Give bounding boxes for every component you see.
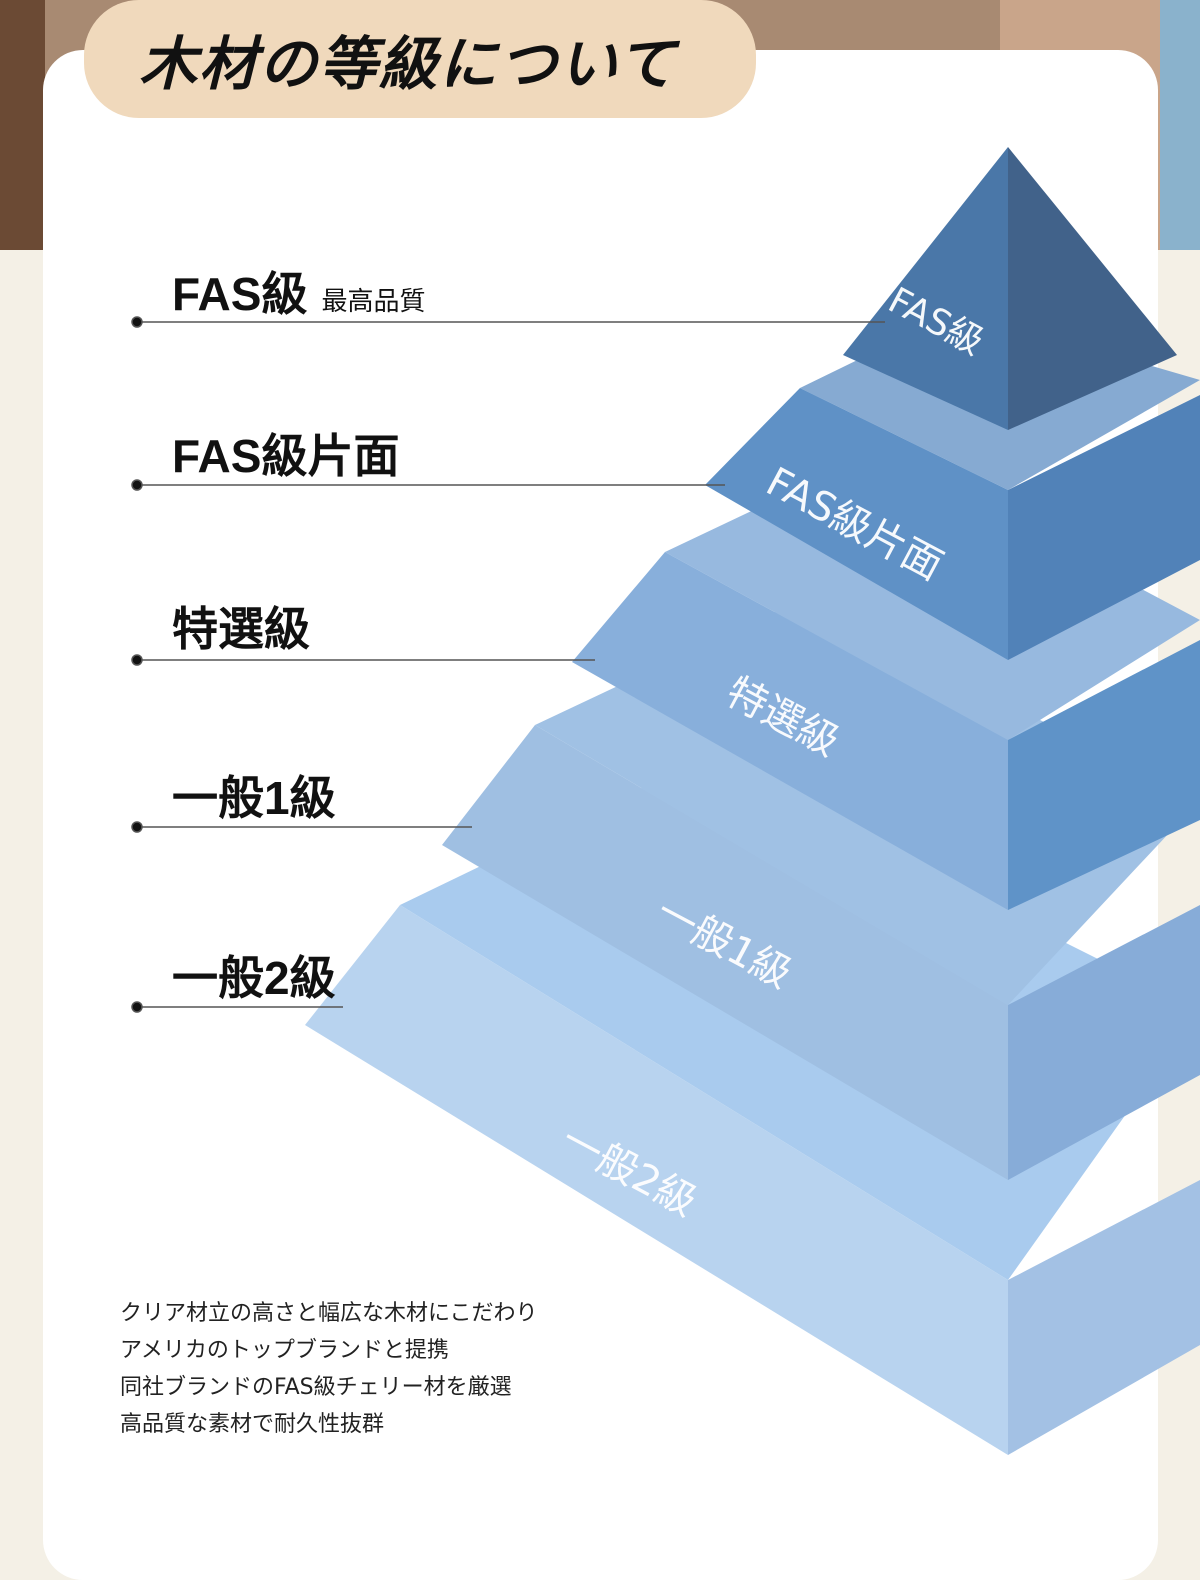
grade-label-fas: FAS級最高品質 <box>172 258 425 324</box>
grade-label-common2: 一般2級 <box>172 952 336 1004</box>
grade-label-select: 特選級 <box>172 603 310 655</box>
description-line: アメリカのトップブランドと提携 <box>120 1338 449 1363</box>
description-line: 同社ブランドのFAS級チェリー材を厳選 <box>120 1375 512 1400</box>
grade-label-fas-one-side: FAS級片面 <box>172 430 400 482</box>
tier-1 <box>843 147 1177 430</box>
page-title: 木材の等級について <box>84 0 756 118</box>
grade-name: FAS級 <box>172 268 308 320</box>
grade-note: 最高品質 <box>321 286 426 316</box>
description-line: クリア材立の高さと幅広な木材にこだわり <box>120 1301 538 1326</box>
description-line: 高品質な素材で耐久性抜群 <box>120 1412 385 1437</box>
leader-lines <box>131 316 885 1013</box>
grade-label-common1: 一般1級 <box>172 772 336 824</box>
description: クリア材立の高さと幅広な木材にこだわり アメリカのトップブランドと提携 同社ブラ… <box>120 1295 538 1443</box>
pyramid-diagram <box>131 147 1200 1455</box>
